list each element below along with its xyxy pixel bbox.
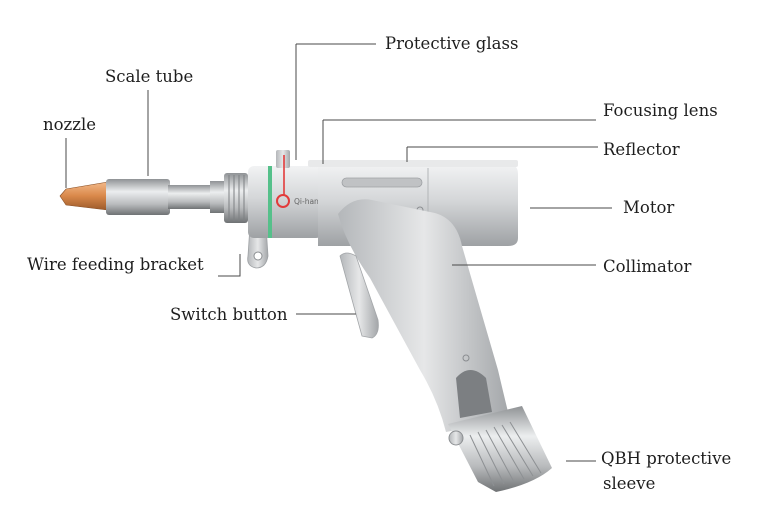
leader-lines [65,43,612,462]
nozzle-part [59,181,109,211]
label-reflector: Reflector [603,140,680,159]
label-qbh-line2: sleeve [603,474,655,493]
label-wire-feeding-bracket: Wire feeding bracket [27,255,204,274]
scale-tube-part [106,179,170,215]
label-qbh-line1: QBH protective [601,449,731,468]
knurled-ring [224,173,248,223]
leader-wire-bracket [218,254,241,277]
label-motor: Motor [623,198,674,217]
label-nozzle: nozzle [43,115,96,134]
label-scale-tube: Scale tube [105,67,193,86]
label-collimator: Collimator [603,257,691,276]
qbh-sleeve-part [448,406,552,492]
device-badge: Qi-hang [294,197,324,206]
welding-gun: Qi-hang [59,150,552,492]
label-protective-glass: Protective glass [385,34,518,53]
label-focusing-lens: Focusing lens [603,101,718,120]
switch-button-part [339,252,379,339]
head-block [248,166,322,238]
labels: Protective glass Scale tube nozzle Focus… [27,34,731,493]
label-switch-button: Switch button [170,305,288,324]
